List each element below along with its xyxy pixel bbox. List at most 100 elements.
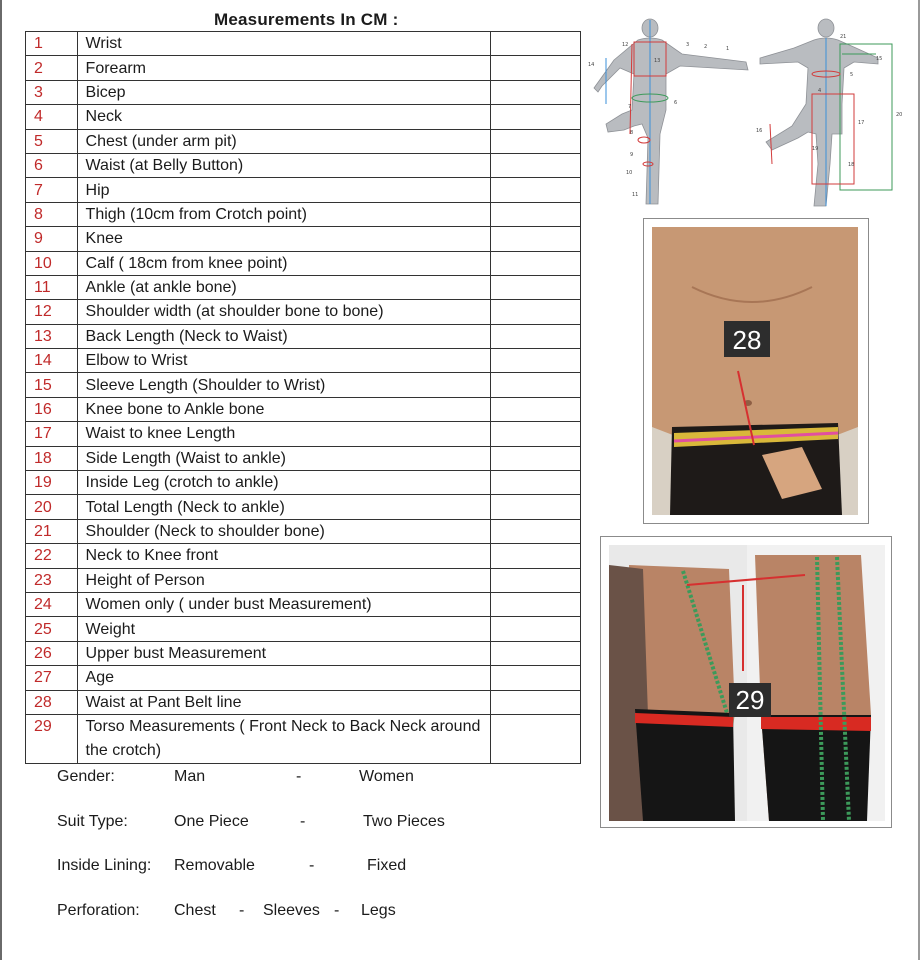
page-border-right <box>918 0 920 960</box>
measurement-number: 13 <box>25 323 78 350</box>
measurement-value-input[interactable] <box>490 665 581 691</box>
measurement-number: 14 <box>25 348 78 374</box>
measurement-value-input[interactable] <box>490 152 581 179</box>
measurement-value-input[interactable] <box>490 494 581 520</box>
measurement-label: Back Length (Neck to Waist) <box>76 323 492 350</box>
measurement-value-input[interactable] <box>490 470 581 496</box>
measurement-label: Wrist <box>76 30 492 57</box>
measurement-label: Shoulder (Neck to shoulder bone) <box>76 518 492 545</box>
perforation-option-legs[interactable]: Legs <box>361 902 396 919</box>
measurement-value-input[interactable] <box>490 567 581 593</box>
measurement-label: Side Length (Waist to ankle) <box>76 445 492 472</box>
measurement-value-input[interactable] <box>490 55 581 81</box>
torso-photo: 29 <box>609 545 885 821</box>
measurement-value-input[interactable] <box>490 591 581 618</box>
perforation-separator-1: - <box>239 902 245 919</box>
measurement-value-input[interactable] <box>490 250 581 276</box>
measurement-number: 18 <box>25 445 78 472</box>
measurement-value-input[interactable] <box>490 713 581 764</box>
measurement-value-input[interactable] <box>490 518 581 545</box>
suit-type-option-two-pieces[interactable]: Two Pieces <box>363 813 445 830</box>
measurement-number: 3 <box>25 79 78 106</box>
measurement-value-input[interactable] <box>490 616 581 642</box>
perforation-option-chest[interactable]: Chest <box>174 902 216 919</box>
measurement-label: Knee <box>76 226 492 252</box>
marker-front-19: 19 <box>812 146 818 152</box>
marker-front-18: 18 <box>848 162 854 168</box>
waist-photo: 28 <box>652 227 858 515</box>
measurement-value-input[interactable] <box>490 226 581 252</box>
measurement-number: 24 <box>25 591 78 618</box>
measurement-number: 7 <box>25 177 78 203</box>
measurement-value-input[interactable] <box>490 640 581 667</box>
waist-measurement-tag: 28 <box>733 325 762 355</box>
marker-back-6: 6 <box>674 100 677 106</box>
suit-type-label: Suit Type: <box>57 813 128 830</box>
measurement-number: 10 <box>25 250 78 276</box>
measurement-value-input[interactable] <box>490 396 581 423</box>
measurement-value-input[interactable] <box>490 421 581 447</box>
marker-back-3: 3 <box>686 42 689 48</box>
measurement-value-input[interactable] <box>490 372 581 398</box>
marker-front-5: 5 <box>850 72 853 78</box>
measurement-number: 5 <box>25 128 78 154</box>
measurement-label: Neck <box>76 104 492 130</box>
measurement-value-input[interactable] <box>490 689 581 715</box>
measurement-value-input[interactable] <box>490 128 581 154</box>
measurement-label: Ankle (at ankle bone) <box>76 274 492 301</box>
measurement-value-input[interactable] <box>490 201 581 228</box>
measurement-label: Bicep <box>76 79 492 106</box>
lining-option-fixed[interactable]: Fixed <box>367 857 407 874</box>
measurement-value-input[interactable] <box>490 445 581 472</box>
marker-back-7: 7 <box>628 104 631 110</box>
marker-back-13: 13 <box>654 58 660 64</box>
measurement-value-input[interactable] <box>490 177 581 203</box>
measurement-label: Chest (under arm pit) <box>76 128 492 154</box>
measurement-value-input[interactable] <box>490 274 581 301</box>
measurement-number: 1 <box>25 30 78 57</box>
lining-option-removable[interactable]: Removable <box>174 857 255 874</box>
measurement-label: Age <box>76 665 492 691</box>
measurement-value-input[interactable] <box>490 79 581 106</box>
perforation-option-sleeves[interactable]: Sleeves <box>263 902 320 919</box>
gender-option-women[interactable]: Women <box>359 768 414 785</box>
marker-front-17: 17 <box>858 120 864 126</box>
gender-option-man[interactable]: Man <box>174 768 206 785</box>
measurement-value-input[interactable] <box>490 543 581 569</box>
measurement-label: Women only ( under bust Measurement) <box>76 591 492 618</box>
measurement-number: 20 <box>25 494 78 520</box>
marker-front-20: 20 <box>896 112 902 118</box>
measurement-label: Calf ( 18cm from knee point) <box>76 250 492 276</box>
measurement-number: 25 <box>25 616 78 642</box>
measurement-value-input[interactable] <box>490 104 581 130</box>
measurement-label: Thigh (10cm from Crotch point) <box>76 201 492 228</box>
measurement-value-input[interactable] <box>490 30 581 57</box>
measurement-number: 29 <box>25 713 78 764</box>
body-measurement-figure: 12 3 2 1 14 13 7 6 8 9 10 11 21 15 5 4 2… <box>586 14 906 214</box>
measurement-value-input[interactable] <box>490 323 581 350</box>
lining-separator: - <box>309 857 315 874</box>
measurement-number: 2 <box>25 55 78 81</box>
suit-type-option-one-piece[interactable]: One Piece <box>174 813 249 830</box>
measurement-number: 19 <box>25 470 78 496</box>
suit-type-separator: - <box>300 813 306 830</box>
measurement-value-input[interactable] <box>490 299 581 325</box>
marker-back-11: 11 <box>632 192 638 198</box>
marker-front-21: 21 <box>840 34 846 40</box>
measurement-number: 27 <box>25 665 78 691</box>
measurement-value-input[interactable] <box>490 348 581 374</box>
marker-back-9: 9 <box>630 152 633 158</box>
marker-front-4: 4 <box>818 88 821 94</box>
measurement-label: Weight <box>76 616 492 642</box>
